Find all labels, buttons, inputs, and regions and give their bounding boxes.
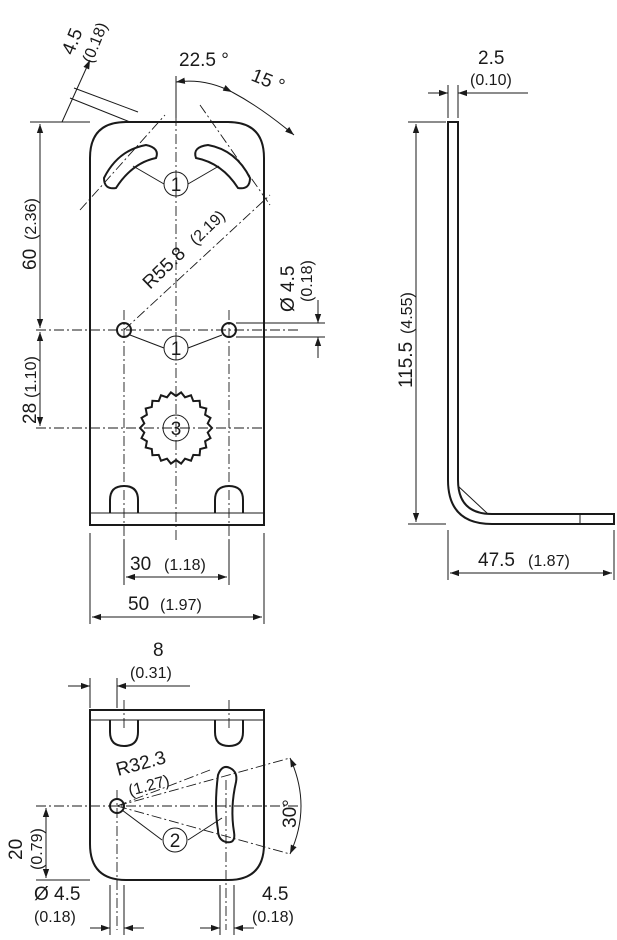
dim-width-30-alt: (1.18) — [164, 557, 206, 574]
dim-width-50-value: 50 — [128, 594, 149, 615]
callout-circle-2 — [162, 827, 188, 853]
callout-2: 2 — [170, 831, 181, 852]
dim-hole-dia-value: Ø 4.5 — [278, 266, 299, 312]
dim-thickness-alt: (0.10) — [470, 72, 512, 89]
callout-circle-3 — [162, 414, 190, 442]
dim-8-value: 8 — [153, 640, 164, 661]
dim-20-alt: (0.79) — [29, 828, 46, 870]
dim-width-50-alt: (1.97) — [160, 597, 202, 614]
callout-circle-1-top — [163, 171, 189, 197]
dim-width-30-value: 30 — [130, 554, 151, 575]
side-view: 2.5 (0.10) 115.5 (4.55) 47.5 (1.87) — [396, 48, 615, 580]
callout-3: 3 — [171, 419, 182, 440]
dim-height-28-value: 28 — [20, 403, 41, 424]
side-profile — [447, 121, 615, 525]
bottom-plate-outline — [89, 709, 265, 881]
dim-20-value: 20 — [6, 839, 27, 860]
dim-height-value: 115.5 — [396, 342, 417, 388]
front-view: 4.5 (0.18) 22.5 ° 15 ° 60 (2.36) 28 (1.1… — [20, 20, 325, 624]
dim-height-28-alt: (1.10) — [23, 356, 40, 398]
dim-depth-alt: (1.87) — [528, 553, 570, 570]
dim-angle-30: 30° — [280, 799, 301, 828]
dim-radius-alt: (2.19) — [187, 208, 229, 249]
slot-left — [102, 143, 158, 190]
dim-slot-value: 4.5 — [262, 884, 288, 905]
dim-angle-15: 15 ° — [248, 65, 287, 97]
bottom-slot-right — [214, 720, 244, 748]
dim-height-alt: (4.55) — [399, 292, 416, 334]
dim-height-60-value: 60 — [20, 249, 41, 270]
dim-angle-22-5: 22.5 ° — [179, 50, 229, 71]
front-plate-outline — [89, 121, 265, 526]
dim-radius-value: R55.8 — [139, 243, 190, 293]
bottom-slot-left — [109, 720, 139, 748]
dim-hole-dia-alt: (0.18) — [299, 260, 316, 302]
callout-1-top: 1 — [171, 175, 182, 196]
dim-hole-dia-value: Ø 4.5 — [34, 884, 80, 905]
slot-right — [194, 143, 252, 190]
dim-slot-width-alt: (0.18) — [80, 20, 111, 65]
dim-hole-dia-alt: (0.18) — [34, 909, 76, 926]
callout-1-mid: 1 — [171, 339, 182, 360]
bottom-view: 8 (0.31) R32.3 (1.27) 30° 20 (0.79) 2 Ø … — [6, 640, 302, 935]
dim-depth-value: 47.5 — [478, 550, 515, 571]
callout-circle-1-mid — [163, 335, 189, 361]
dim-8-alt: (0.31) — [130, 665, 172, 682]
dim-thickness-value: 2.5 — [478, 48, 504, 69]
dim-height-60-alt: (2.36) — [23, 198, 40, 240]
dim-slot-alt: (0.18) — [252, 909, 294, 926]
bottom-arc-slot — [215, 765, 238, 844]
